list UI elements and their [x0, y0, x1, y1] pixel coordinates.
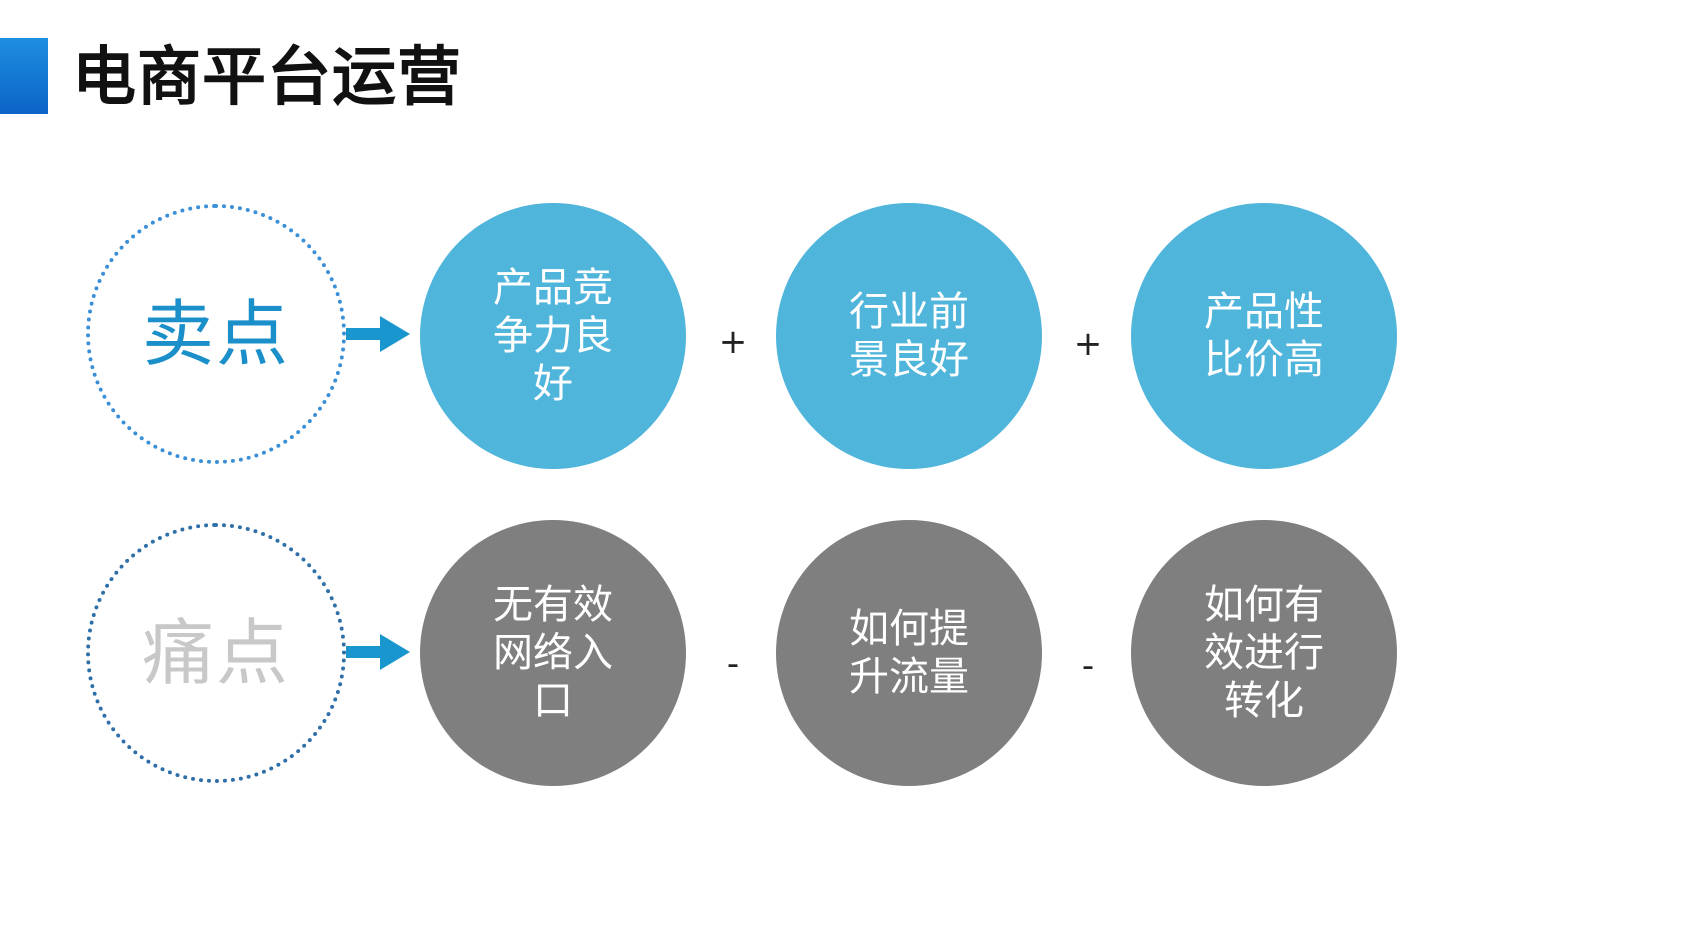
pain-point-2-text: 如何提升流量 — [849, 606, 969, 700]
page-title: 电商平台运营 — [72, 41, 462, 115]
arrow-right-icon — [346, 634, 410, 670]
pain-points-ring: 痛点 — [86, 523, 346, 783]
selling-point-1-text: 产品竞争力良好 — [493, 265, 613, 407]
pain-point-1: 无有效网络入口 — [420, 520, 686, 786]
selling-point-3-text: 产品性比价高 — [1204, 289, 1324, 383]
plus-operator-1: + — [718, 322, 748, 362]
plus-operator-2: + — [1073, 324, 1103, 364]
selling-point-2-text: 行业前景良好 — [849, 289, 969, 383]
minus-operator-1: - — [726, 644, 740, 684]
minus-operator-2: - — [1081, 646, 1095, 686]
pain-point-2: 如何提升流量 — [776, 520, 1042, 786]
selling-points-label: 卖点 — [141, 292, 290, 376]
pain-points-label: 痛点 — [141, 611, 290, 695]
selling-points-ring: 卖点 — [86, 204, 346, 464]
title-accent-bar — [0, 38, 48, 114]
pain-point-3: 如何有效进行转化 — [1131, 520, 1397, 786]
pain-point-1-text: 无有效网络入口 — [493, 582, 613, 724]
selling-point-3: 产品性比价高 — [1131, 203, 1397, 469]
arrow-right-icon — [346, 316, 410, 352]
selling-point-2: 行业前景良好 — [776, 203, 1042, 469]
selling-point-1: 产品竞争力良好 — [420, 203, 686, 469]
pain-point-3-text: 如何有效进行转化 — [1204, 582, 1324, 724]
